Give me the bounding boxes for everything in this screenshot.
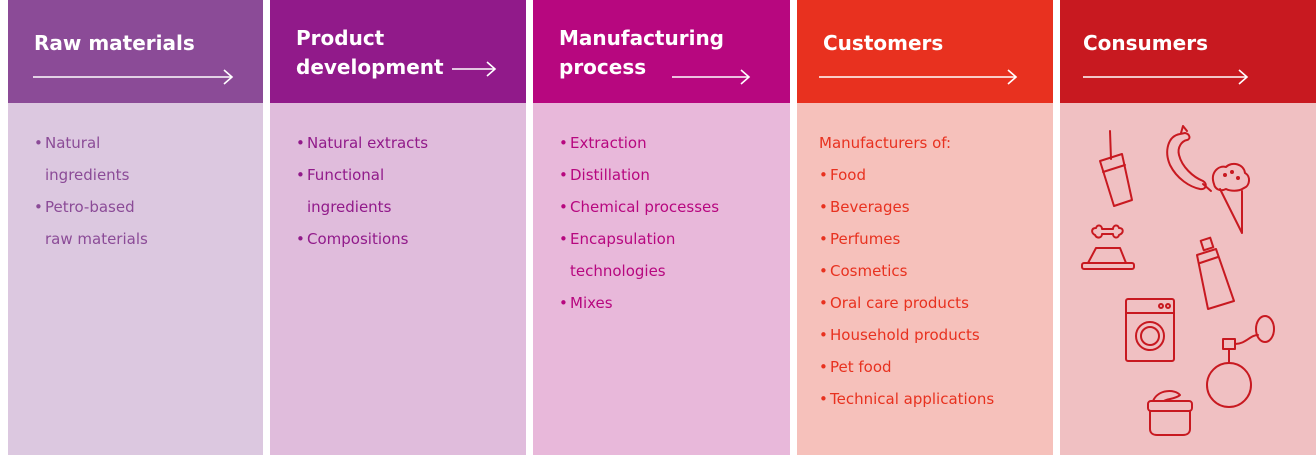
arrow-right-icon: [819, 69, 1018, 85]
product-development-body: Natural extracts Functional ingredients …: [270, 103, 526, 455]
manufacturing-process-title: Manufacturing process: [559, 24, 724, 82]
list-item: Chemical processes: [559, 191, 719, 223]
raw-materials-title: Raw materials: [34, 29, 195, 58]
list-item: Functional: [296, 159, 428, 191]
sausage-icon: [1166, 125, 1212, 192]
manufacturing-process-body: Extraction Distillation Chemical process…: [533, 103, 790, 455]
list-item: Household products: [819, 319, 994, 351]
title-line: Product: [296, 26, 385, 50]
customers-title: Customers: [823, 29, 943, 58]
arrow-right-icon: [1083, 69, 1249, 85]
list-item: Food: [819, 159, 994, 191]
list-item-continued: raw materials: [45, 230, 148, 248]
list-item: Compositions: [296, 223, 428, 255]
consumers-header: Consumers: [1060, 0, 1316, 103]
arrow-right-icon: [672, 69, 751, 85]
list-item: Natural extracts: [296, 127, 428, 159]
raw-materials-body: Natural ingredients Petro-based raw mate…: [8, 103, 263, 455]
customers-intro: Manufacturers of:: [819, 134, 952, 152]
manufacturing-process-header: Manufacturing process: [533, 0, 790, 103]
raw-materials-column: Raw materials Natural ingredients Petro-…: [8, 0, 263, 455]
raw-materials-list: Natural ingredients Petro-based raw mate…: [34, 127, 148, 255]
manufacturing-process-column: Manufacturing process Extraction Distill…: [533, 0, 790, 455]
title-line: development: [296, 55, 444, 79]
list-item: Technical applications: [819, 383, 994, 415]
list-item: Oral care products: [819, 287, 994, 319]
pet-bowl-icon: [1081, 224, 1135, 270]
consumers-title: Consumers: [1083, 29, 1208, 58]
product-development-list: Natural extracts Functional ingredients …: [296, 127, 428, 255]
list-item: Extraction: [559, 127, 719, 159]
title-line: Raw materials: [34, 31, 195, 55]
customers-column: Customers Manufacturers of: Food Beverag…: [797, 0, 1053, 455]
list-item-continued: ingredients: [45, 166, 130, 184]
list-item: Natural: [34, 127, 148, 159]
list-item-continued: ingredients: [307, 198, 392, 216]
title-line: process: [559, 55, 647, 79]
title-line: Consumers: [1083, 31, 1208, 55]
consumers-column: Consumers: [1060, 0, 1316, 455]
drink-cup-icon: [1099, 130, 1133, 207]
arrow-right-icon: [452, 61, 497, 77]
consumer-products-illustration: [1081, 125, 1275, 436]
washing-machine-icon: [1125, 298, 1175, 362]
list-item: Cosmetics: [819, 255, 994, 287]
consumers-body: [1060, 103, 1316, 455]
manufacturing-process-list: Extraction Distillation Chemical process…: [559, 127, 719, 319]
list-item: Petro-based: [34, 191, 148, 223]
product-development-column: Product development Natural extracts Fun…: [270, 0, 526, 455]
title-line: Manufacturing: [559, 26, 724, 50]
product-development-header: Product development: [270, 0, 526, 103]
list-item: Perfumes: [819, 223, 994, 255]
list-item: Distillation: [559, 159, 719, 191]
cream-jar-icon: [1147, 390, 1193, 436]
list-item-continued: technologies: [570, 262, 666, 280]
arrow-right-icon: [33, 69, 234, 85]
customers-header: Customers: [797, 0, 1053, 103]
title-line: Customers: [823, 31, 944, 55]
raw-materials-header: Raw materials: [8, 0, 263, 103]
list-item: Encapsulation: [559, 223, 719, 255]
product-development-title: Product development: [296, 24, 444, 82]
list-item: Beverages: [819, 191, 994, 223]
list-item: Pet food: [819, 351, 994, 383]
ice-cream-cone-icon: [1212, 162, 1250, 234]
perfume-bottle-icon: [1206, 315, 1275, 408]
toothpaste-tube-icon: [1196, 236, 1235, 310]
list-item: Mixes: [559, 287, 719, 319]
customers-body: Manufacturers of: Food Beverages Perfume…: [797, 103, 1053, 455]
customers-list: Manufacturers of: Food Beverages Perfume…: [819, 127, 994, 415]
